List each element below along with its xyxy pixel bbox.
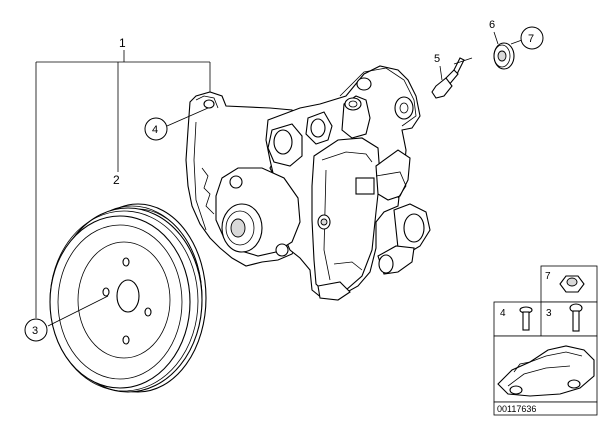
inset-label-7: 7 [545, 271, 551, 282]
callout-7-label: 7 [528, 33, 534, 45]
nut-part-6 [493, 42, 515, 70]
part-3-leader [47, 295, 109, 327]
inset-nut [559, 275, 585, 293]
part-7-leader [510, 39, 523, 45]
inset-label-4: 4 [500, 308, 506, 319]
car-silhouette [497, 345, 595, 397]
diagram-code: 00117636 [497, 404, 536, 414]
part-2-label: 2 [113, 173, 120, 187]
part-6-leader [493, 31, 499, 45]
part-5-label: 5 [434, 53, 440, 65]
inset-panel [493, 265, 598, 416]
part-1-leader [35, 50, 211, 318]
pulley [49, 203, 207, 393]
callout-7: 7 [520, 26, 544, 50]
inset-bolt-3 [569, 303, 583, 332]
callout-4-label: 4 [152, 124, 158, 136]
pump-body [185, 65, 431, 301]
inset-bolt-4 [519, 306, 533, 331]
callout-3-label: 3 [32, 325, 38, 337]
callout-4: 4 [144, 117, 168, 141]
part-4-leader [166, 107, 209, 127]
bolt-part-5 [431, 57, 473, 99]
part-5-leader [439, 65, 443, 81]
part-6-label: 6 [489, 19, 495, 31]
inset-label-3: 3 [546, 308, 552, 319]
callout-3: 3 [24, 318, 48, 342]
part-1-label: 1 [119, 36, 126, 50]
